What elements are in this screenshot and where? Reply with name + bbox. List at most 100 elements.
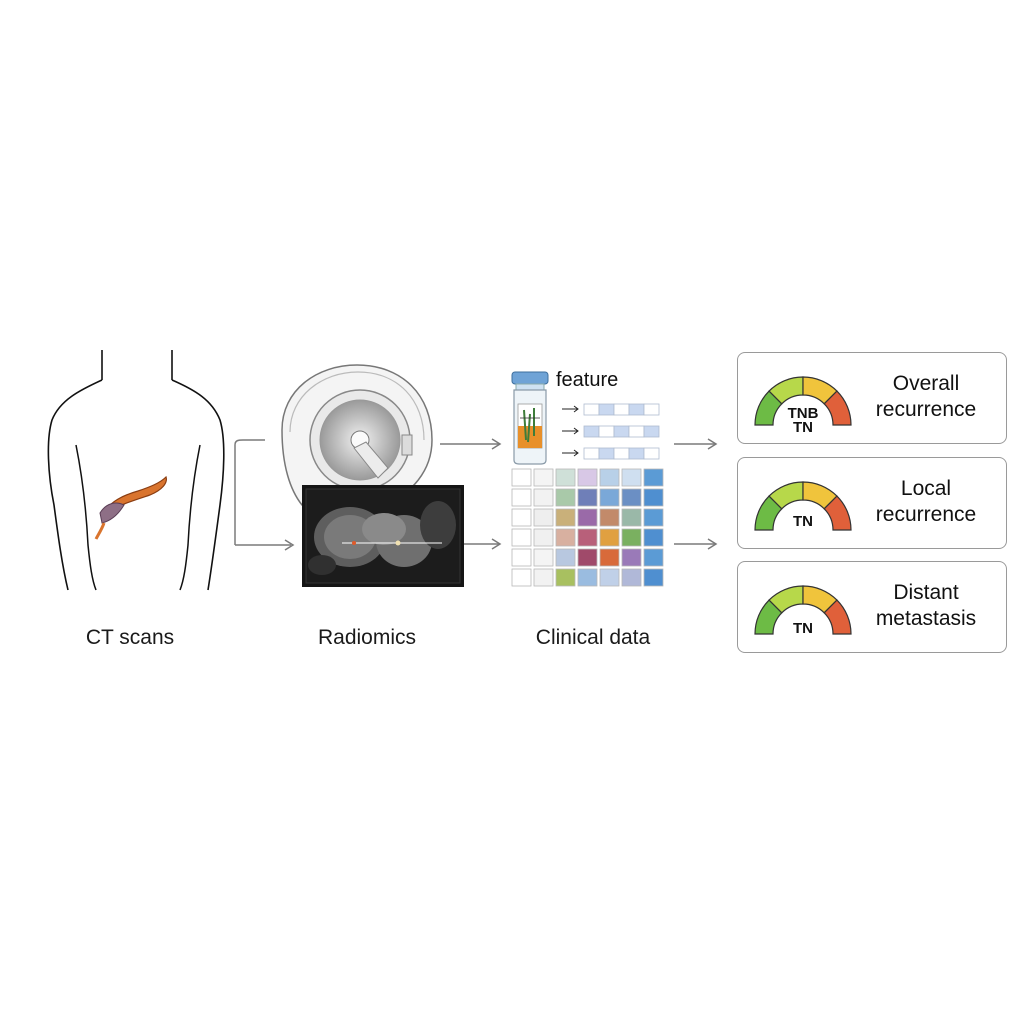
feature-cell	[613, 447, 630, 460]
feature-rows	[562, 403, 660, 460]
matrix-cell	[555, 568, 576, 587]
arrow-to-outcomes-bottom	[674, 538, 718, 550]
matrix-cell	[643, 488, 664, 507]
gauge-text: TN	[768, 620, 838, 637]
outcome-label-line2: metastasis	[875, 607, 977, 630]
stage-label-radiomics: Radiomics	[317, 626, 417, 649]
matrix-cell	[511, 528, 532, 547]
feature-cell	[613, 425, 630, 438]
matrix-cell	[533, 508, 554, 527]
matrix-cell	[643, 548, 664, 567]
outcome-card-overall-recurrence: TNB TN Overall recurrence	[737, 352, 1007, 444]
stage-label-clinical-data: Clinical data	[535, 626, 651, 649]
matrix-cell	[533, 468, 554, 487]
human-torso-icon	[47, 350, 225, 591]
feature-matrix	[511, 468, 664, 587]
outcome-label-line1: Local	[900, 477, 952, 500]
feature-cell	[643, 403, 660, 416]
feature-cell	[598, 403, 615, 416]
matrix-cell	[643, 568, 664, 587]
matrix-cell	[511, 488, 532, 507]
matrix-cell	[533, 528, 554, 547]
matrix-cell	[577, 528, 598, 547]
matrix-cell	[621, 548, 642, 567]
matrix-cell	[555, 488, 576, 507]
gauge-segment	[823, 599, 852, 635]
feature-label: feature	[556, 369, 619, 391]
matrix-cell	[533, 488, 554, 507]
matrix-cell	[555, 508, 576, 527]
ct-slice-image	[302, 485, 464, 587]
matrix-cell	[643, 528, 664, 547]
matrix-cell	[555, 548, 576, 567]
matrix-cell	[511, 568, 532, 587]
matrix-cell	[533, 568, 554, 587]
matrix-cell	[511, 508, 532, 527]
branch-connector	[234, 439, 295, 551]
matrix-cell	[511, 548, 532, 567]
outcome-label-line2: recurrence	[875, 503, 977, 526]
stage-label-ct-scans: CT scans	[85, 626, 175, 649]
matrix-cell	[577, 508, 598, 527]
feature-tick-arrow	[573, 427, 579, 435]
matrix-cell	[599, 508, 620, 527]
feature-cell	[628, 425, 645, 438]
feature-cell	[613, 403, 630, 416]
outcome-label-line2: recurrence	[875, 398, 977, 421]
matrix-cell	[621, 488, 642, 507]
matrix-cell	[621, 468, 642, 487]
matrix-cell	[599, 468, 620, 487]
risk-gauge-icon	[754, 376, 852, 426]
gauge-segment	[823, 390, 852, 426]
matrix-cell	[599, 568, 620, 587]
gauge-text-line1: TN	[793, 620, 813, 637]
arrow-to-outcomes-top	[674, 438, 718, 450]
matrix-cell	[599, 548, 620, 567]
gauge-text-line1: TN	[793, 513, 813, 530]
outcome-label-line1: Overall	[892, 372, 960, 395]
outcome-label: Overall recurrence	[856, 371, 996, 423]
feature-cell	[583, 403, 600, 416]
risk-gauge-icon	[754, 481, 852, 531]
matrix-cell	[577, 548, 598, 567]
feature-cell	[643, 447, 660, 460]
matrix-cell	[577, 468, 598, 487]
outcome-label-line1: Distant	[893, 581, 959, 604]
gauge-text: TN	[768, 513, 838, 530]
matrix-cell	[599, 528, 620, 547]
feature-tick-arrow	[573, 449, 579, 457]
gauge-segment	[823, 495, 852, 531]
matrix-cell	[577, 568, 598, 587]
ct-scanner-icon	[281, 364, 433, 506]
sample-vial-icon	[511, 371, 549, 465]
matrix-cell	[599, 488, 620, 507]
feature-cell	[598, 425, 615, 438]
arrow-to-features-bottom	[464, 538, 502, 550]
outcome-label: Local recurrence	[856, 476, 996, 528]
feature-cell	[583, 447, 600, 460]
matrix-cell	[621, 568, 642, 587]
arrow-to-features-top	[440, 438, 502, 450]
feature-tick-arrow	[573, 405, 579, 413]
matrix-cell	[643, 508, 664, 527]
gauge-text: TNB TN	[768, 405, 838, 436]
matrix-cell	[577, 488, 598, 507]
matrix-cell	[533, 548, 554, 567]
risk-gauge-icon	[754, 585, 852, 635]
feature-cell	[628, 447, 645, 460]
matrix-cell	[555, 468, 576, 487]
outcome-card-distant-metastasis: TN Distant metastasis	[737, 561, 1007, 653]
matrix-cell	[555, 528, 576, 547]
feature-cell	[598, 447, 615, 460]
gauge-text-line2: TN	[793, 419, 813, 436]
feature-cell	[583, 425, 600, 438]
matrix-cell	[621, 528, 642, 547]
pancreas-organ-icon	[94, 475, 167, 540]
outcome-card-local-recurrence: TN Local recurrence	[737, 457, 1007, 549]
matrix-cell	[621, 508, 642, 527]
gauge-text-line1: TNB	[787, 405, 819, 422]
outcome-label: Distant metastasis	[856, 580, 996, 632]
feature-cell	[628, 403, 645, 416]
matrix-cell	[643, 468, 664, 487]
matrix-cell	[511, 468, 532, 487]
